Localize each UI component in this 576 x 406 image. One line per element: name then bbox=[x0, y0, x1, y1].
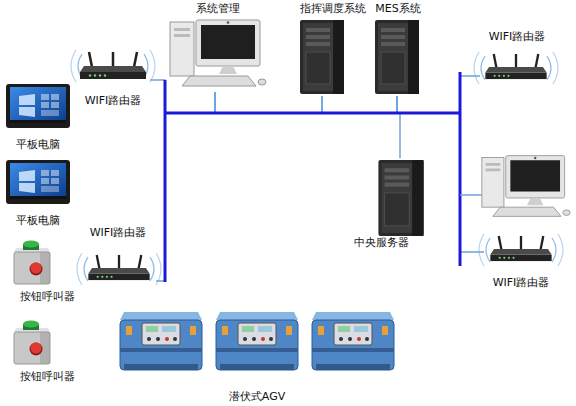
device-node: WIFI路由器 bbox=[480, 30, 554, 82]
agv-icon bbox=[312, 312, 394, 370]
device-node: WIFI路由器 bbox=[484, 232, 558, 290]
network-link bbox=[322, 96, 397, 113]
device-label: WIFI路由器 bbox=[90, 226, 147, 240]
agv-icon bbox=[216, 312, 298, 370]
device-node: 平板电脑 bbox=[2, 82, 74, 152]
server-icon bbox=[375, 20, 419, 94]
pc-icon bbox=[482, 156, 570, 217]
device-node: 指挥调度系统 bbox=[294, 2, 372, 96]
device-label: 潜伏式AGV bbox=[229, 390, 285, 404]
device-label: WIFI路由器 bbox=[489, 30, 546, 44]
device-node: 潜伏式AGV bbox=[112, 304, 402, 404]
router-icon bbox=[485, 54, 546, 79]
tablet-icon bbox=[6, 160, 70, 204]
device-label: 指挥调度系统 bbox=[300, 2, 366, 16]
device-node: 按钮呼叫器 bbox=[2, 318, 92, 384]
device-label: 系统管理 bbox=[196, 2, 240, 16]
router-icon bbox=[80, 52, 146, 79]
agv-icon bbox=[120, 312, 202, 370]
bus-line bbox=[165, 112, 460, 115]
device-node: 系统管理 bbox=[165, 2, 271, 92]
device-node: WIFI路由器 bbox=[80, 226, 156, 284]
network-link bbox=[215, 92, 322, 113]
device-label: 平板电脑 bbox=[16, 138, 60, 152]
device-label: 平板电脑 bbox=[16, 214, 60, 228]
device-label: WIFI路由器 bbox=[85, 94, 142, 108]
device-label: 中央服务器 bbox=[354, 236, 409, 250]
wifi-waves bbox=[479, 234, 563, 266]
device-label: MES系统 bbox=[375, 2, 420, 16]
device-node: 按钮呼叫器 bbox=[2, 238, 92, 304]
network-link bbox=[397, 76, 480, 113]
server-icon bbox=[378, 160, 423, 236]
wifi-waves bbox=[77, 253, 161, 285]
wifi-waves bbox=[474, 52, 558, 84]
router-icon bbox=[88, 255, 149, 280]
device-node: MES系统 bbox=[372, 2, 424, 96]
device-node: 中央服务器 bbox=[335, 158, 427, 250]
device-label: 按钮呼叫器 bbox=[20, 370, 75, 384]
button-caller-icon bbox=[14, 321, 50, 365]
device-node: 平板电脑 bbox=[2, 158, 74, 228]
button-caller-icon bbox=[14, 241, 50, 285]
router-icon bbox=[490, 236, 551, 261]
network-link bbox=[397, 96, 484, 252]
device-node: WIFI路由器 bbox=[76, 48, 150, 108]
device-label: WIFI路由器 bbox=[493, 276, 550, 290]
pc-icon bbox=[170, 20, 266, 86]
bus-line bbox=[459, 72, 462, 266]
network-link bbox=[150, 80, 215, 113]
branch-wire bbox=[460, 194, 482, 196]
tablet-icon bbox=[6, 84, 70, 128]
wifi-waves bbox=[71, 50, 155, 82]
server-icon bbox=[300, 20, 344, 94]
bus-line bbox=[164, 80, 167, 282]
device-label: 按钮呼叫器 bbox=[20, 290, 75, 304]
